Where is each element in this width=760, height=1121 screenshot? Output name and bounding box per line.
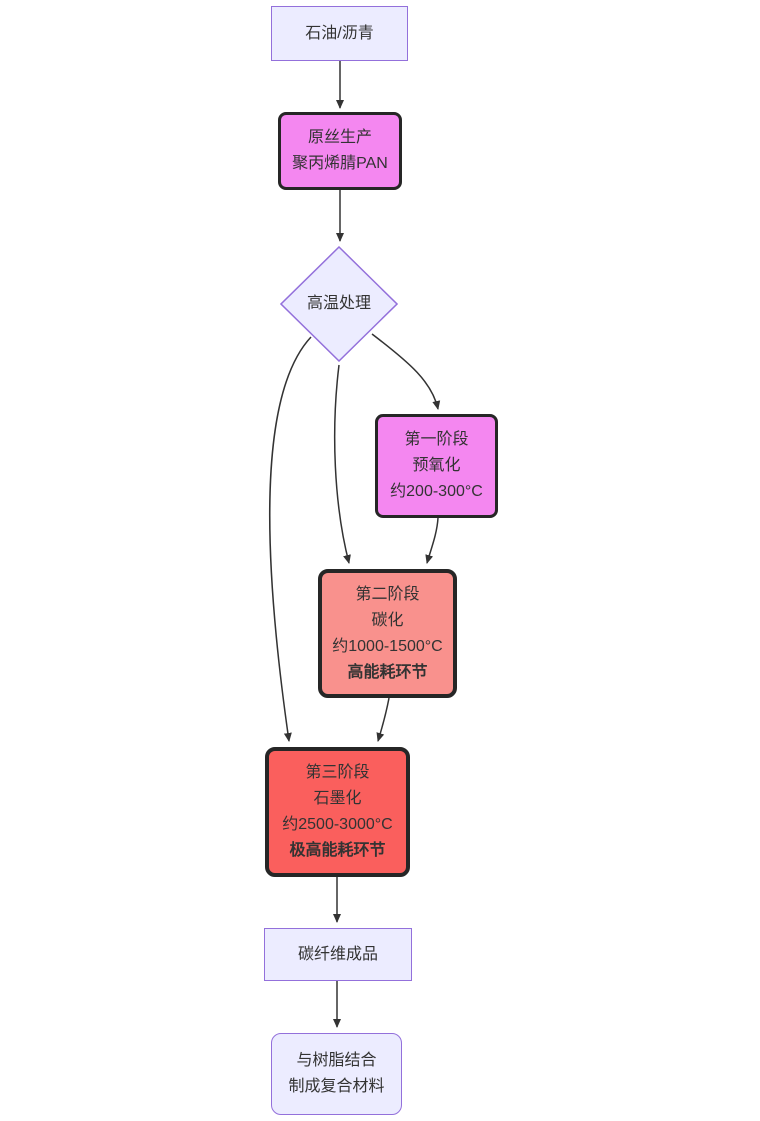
node-precursor-line: 原丝生产 [307, 129, 372, 146]
node-stage3-highlight: 极高能耗环节 [289, 842, 386, 859]
node-stage3: 第三阶段 石墨化 约2500-3000°C 极高能耗环节 [265, 747, 410, 877]
node-stage1: 第一阶段 预氧化 约200-300°C [375, 414, 498, 518]
node-stage1-line: 预氧化 [412, 457, 461, 474]
node-stage2: 第二阶段 碳化 约1000-1500°C 高能耗环节 [318, 569, 457, 698]
node-composite: 与树脂结合 制成复合材料 [271, 1033, 402, 1115]
edge-stage1-to-stage2 [425, 517, 439, 564]
node-decision-label: 高温处理 [306, 295, 371, 312]
edge-decision-to-stage3 [268, 336, 312, 742]
node-product-label: 碳纤维成品 [297, 945, 378, 963]
node-stage3-line: 第三阶段 [305, 764, 370, 781]
edge-decision-to-stage2 [333, 364, 351, 564]
node-source-label: 石油/沥青 [305, 24, 374, 42]
node-stage2-line: 第二阶段 [355, 585, 420, 603]
node-source: 石油/沥青 [271, 6, 408, 61]
node-stage1-line: 第一阶段 [404, 431, 469, 448]
node-stage3-line: 约2500-3000°C [282, 816, 393, 833]
node-stage3-line: 石墨化 [313, 790, 362, 807]
node-product: 碳纤维成品 [264, 928, 412, 981]
node-composite-line: 制成复合材料 [288, 1078, 385, 1095]
node-stage1-line: 约200-300°C [390, 483, 483, 500]
diamond-shape [280, 246, 398, 362]
node-precursor: 原丝生产 聚丙烯腈PAN [278, 112, 402, 190]
node-stage2-line: 碳化 [371, 611, 404, 629]
node-composite-line: 与树脂结合 [296, 1052, 377, 1069]
node-decision: 高温处理 [280, 246, 398, 362]
edge-decision-to-stage1 [371, 333, 441, 410]
node-precursor-line: 聚丙烯腈PAN [292, 155, 388, 172]
edge-stage2-to-stage3 [376, 697, 390, 742]
node-stage2-highlight: 高能耗环节 [347, 663, 428, 681]
node-stage2-line: 约1000-1500°C [332, 637, 443, 655]
